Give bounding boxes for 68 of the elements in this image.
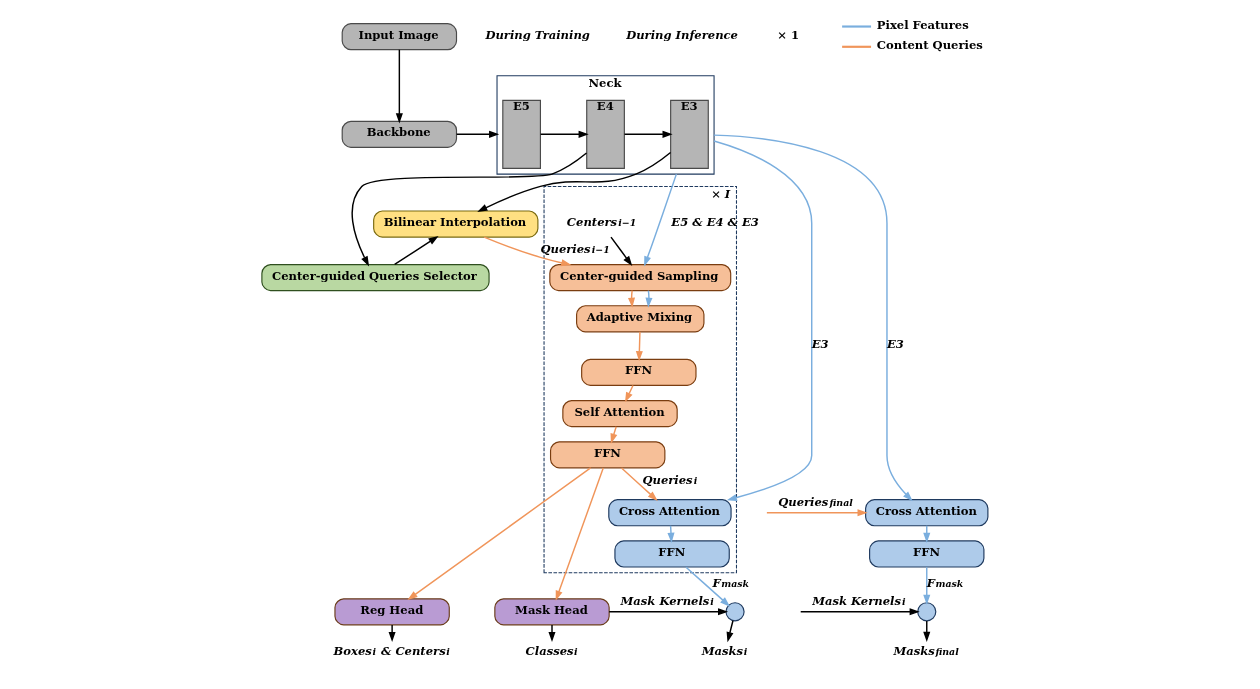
node-box: E3	[669, 99, 709, 169]
arrow	[476, 151, 671, 212]
arrow	[609, 236, 632, 266]
arrow	[799, 608, 920, 616]
node-box: Self Attention	[561, 400, 678, 428]
edge-label: E5 & E4 & E3	[670, 215, 759, 230]
arrow	[684, 566, 730, 607]
node-text: Masksi	[701, 644, 747, 659]
node-box: Reg Head	[333, 598, 450, 626]
arrow	[644, 289, 653, 308]
arrow	[482, 236, 571, 267]
edge-label: Queriesfinal	[777, 495, 853, 510]
node-box: Cross Attention	[607, 499, 732, 527]
arrow	[547, 624, 556, 643]
node-box: FFN	[549, 441, 665, 469]
node-box: E5	[501, 99, 541, 169]
arrow	[620, 467, 658, 501]
arrow	[607, 608, 728, 616]
node-box: Adaptive Mixing	[575, 305, 704, 333]
node-box: Center-guided Queries Selector	[260, 264, 490, 292]
node-box: Input Image	[341, 23, 457, 51]
edge-label: Fmask	[712, 576, 749, 591]
arrow	[712, 140, 812, 502]
arrow	[712, 134, 913, 502]
node-box: Mask Head	[493, 598, 610, 626]
arrow	[643, 173, 677, 267]
node-box: FFN	[580, 358, 697, 386]
arrow	[395, 49, 403, 124]
arrow	[539, 130, 589, 138]
arrow	[627, 289, 635, 308]
edge-label: Queriesi−1	[539, 241, 610, 256]
edge-label: E3	[886, 336, 904, 351]
arrow	[455, 130, 499, 138]
edge-label: Mask Kernelsi	[620, 594, 714, 609]
arrow	[555, 467, 604, 601]
edge-label: Fmask	[926, 576, 963, 591]
edge-label: E3	[811, 336, 829, 351]
edge-label: Mask Kernelsi	[811, 594, 905, 609]
node-text: Boxesi & Centersi	[333, 644, 450, 659]
node-box: E4	[585, 99, 625, 169]
arrow	[666, 525, 675, 543]
edge-label: Queriesi	[641, 472, 697, 487]
node-circle	[724, 602, 745, 622]
label: During Inference	[625, 27, 738, 42]
node-box: Cross Attention	[864, 499, 988, 527]
arrow	[922, 566, 930, 605]
arrow	[388, 624, 396, 643]
arrow	[393, 235, 439, 266]
node-box: FFN	[868, 540, 984, 568]
node-text: Classesi	[525, 644, 578, 659]
label: × 1	[776, 27, 799, 42]
legend-label: Content Queries	[876, 37, 983, 52]
arrow	[350, 152, 587, 267]
arrow	[765, 509, 868, 517]
node-box: Bilinear Interpolation	[372, 210, 538, 238]
node-box: Backbone	[341, 120, 457, 148]
arrow	[406, 467, 591, 601]
node-text: Centersi−1	[566, 215, 636, 230]
arrow	[726, 620, 734, 643]
label: During Training	[484, 27, 590, 42]
legend-label: Pixel Features	[876, 17, 969, 32]
arrow	[623, 130, 673, 138]
node-box: FFN	[613, 540, 730, 568]
node-text: Masksfinal	[892, 644, 959, 659]
arrow	[610, 425, 617, 444]
node-box: Center-guided Sampling	[548, 264, 731, 292]
arrow	[635, 331, 643, 362]
node-circle	[916, 602, 936, 622]
